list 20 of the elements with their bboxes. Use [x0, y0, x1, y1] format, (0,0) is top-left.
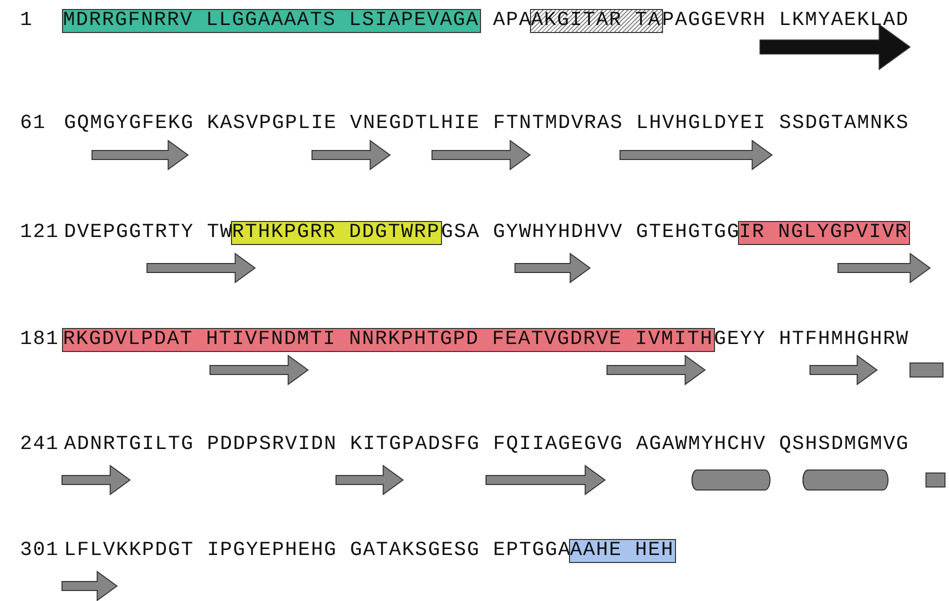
highlighted-segment: AKGITAR TA: [530, 9, 663, 33]
sequence-text: LFLVKKPDGT IPGYEPHEHG GATAKSGESG EPTGGA: [64, 540, 572, 562]
sequence-text: PAGGEVRH LKMYAEKLAD: [662, 10, 910, 32]
highlighted-segment: MDRRGFNRRV LLGGAAAATS LSIAPEVAGA: [62, 9, 481, 33]
sequence-text: APA: [493, 10, 532, 32]
sequence-text: DVEPGGTRTY TW: [64, 222, 234, 244]
residue-number: 121: [20, 222, 60, 244]
residue-number: 241: [20, 434, 60, 456]
residue-number: 1: [20, 10, 34, 32]
sequence-text: ADNRTGILTG PDDPSRVIDN KITGPADSFG FQIIAGEGVG AGAWMYHCHV QSHSDMGMVG: [64, 434, 910, 456]
residue-number: 181: [20, 329, 60, 351]
highlighted-segment: AAHE HEH: [569, 539, 676, 563]
sequence-text: GSA GYWHYHDHVV GTEHGTGG: [441, 222, 740, 244]
sequence-text: GQMGYGFEKG KASVPGPLIE VNEGDTLHIE FTNTMDVRAS LHVHGLDYEI SSDGTAMNKS: [64, 113, 910, 135]
highlighted-segment: IR NGLYGPVIVR: [738, 221, 910, 245]
residue-number: 301: [20, 540, 60, 562]
residue-number: 61: [20, 113, 46, 135]
sequence-text: GEYY HTFHMHGHRW: [714, 329, 910, 351]
highlighted-segment: RTHKPGRR DDGTWRP: [231, 221, 442, 245]
highlighted-segment: RKGDVLPDAT HTIVFNDMTI NNRKPHTGPD FEATVGDRVE IVMITH: [62, 328, 715, 352]
